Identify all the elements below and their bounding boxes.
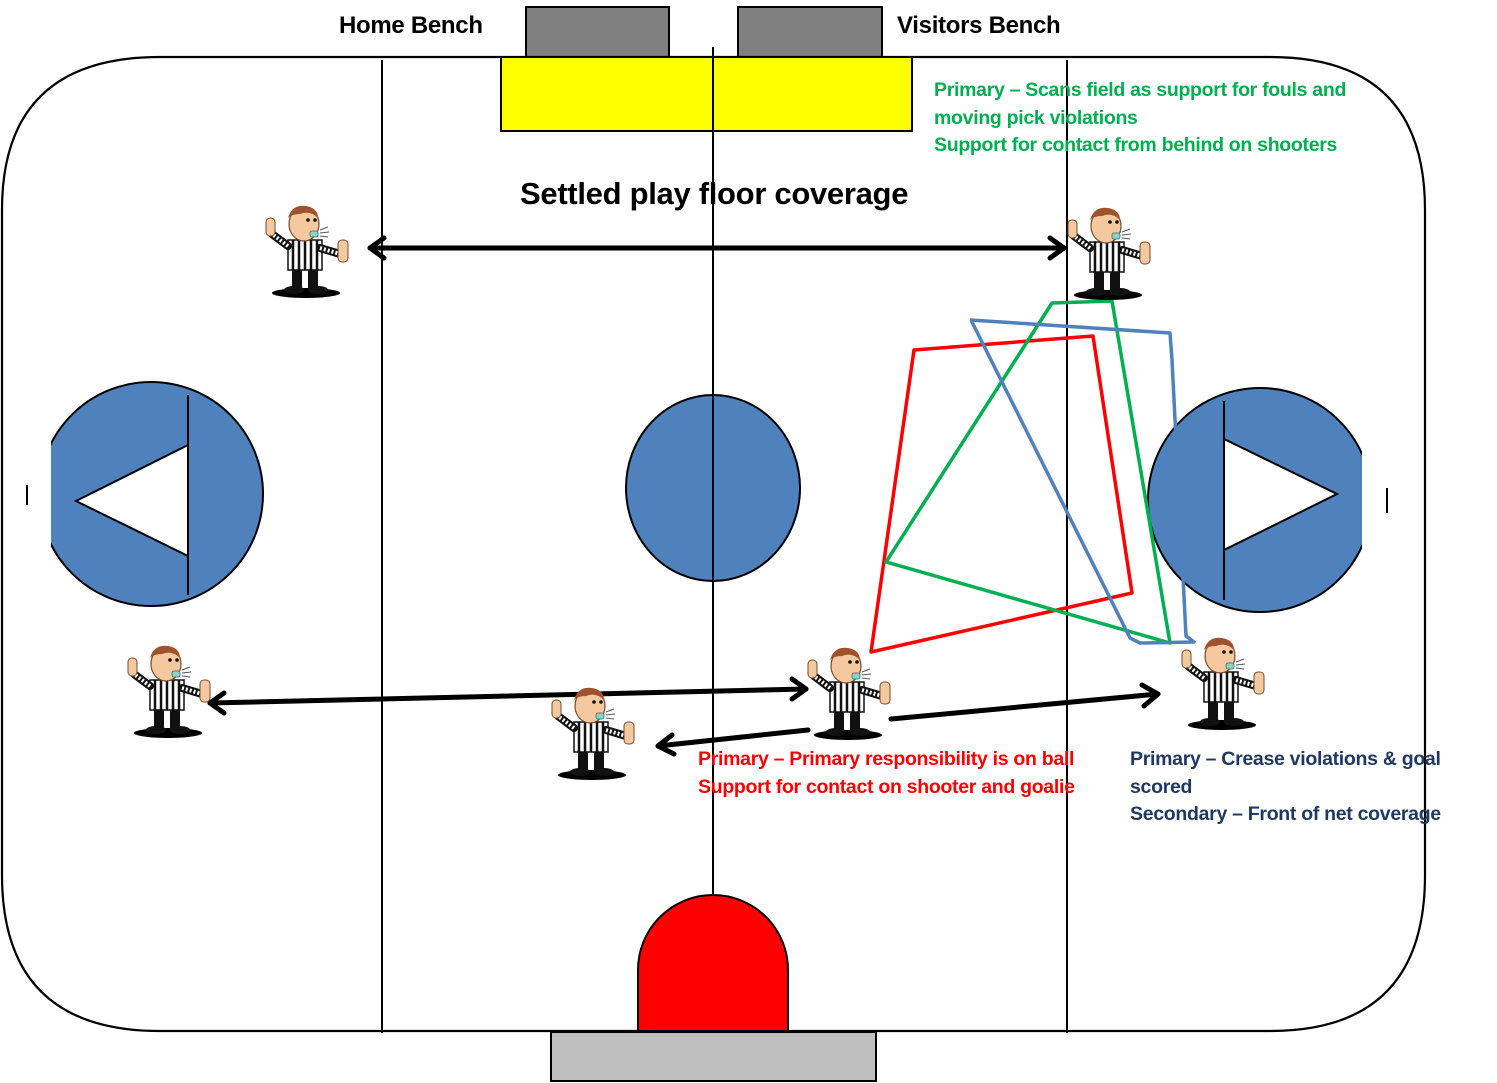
home-bench <box>525 6 670 58</box>
right-goal-triangle <box>1223 437 1340 552</box>
arrow-to-center-official <box>655 727 811 757</box>
zone-red <box>869 334 1134 654</box>
goal-line-official-note: Primary – Crease violations & goal score… <box>1130 746 1441 829</box>
visitors-bench <box>737 6 883 58</box>
left-crease <box>25 380 264 610</box>
left-goal-triangle <box>73 443 189 558</box>
note-line: Primary – Scans field as support for fou… <box>934 79 1347 101</box>
arrow-top-double <box>367 235 1067 261</box>
note-line: Support for contact from behind on shoot… <box>934 134 1338 156</box>
faceoff-spot-red <box>637 894 789 1032</box>
arrow-left-double <box>207 676 809 716</box>
penalty-box <box>550 1031 877 1082</box>
note-line: Support for contact on shooter and goali… <box>698 775 1075 798</box>
arrow-to-goal-official <box>888 682 1161 722</box>
diagram-title: Settled play floor coverage <box>520 176 909 211</box>
scorers-table <box>500 56 913 132</box>
visitors-bench-label: Visitors Bench <box>897 12 1061 39</box>
ball-official-note: Primary – Primary responsibility is on b… <box>698 746 1075 801</box>
note-line: Primary – Primary responsibility is on b… <box>698 748 1075 770</box>
home-bench-label: Home Bench <box>339 12 483 39</box>
note-line: scored <box>1130 775 1193 798</box>
note-line: Secondary – Front of net coverage <box>1130 803 1441 825</box>
trail-official-note: Primary – Scans field as support for fou… <box>934 77 1346 160</box>
note-line: Primary – Crease violations & goal <box>1130 748 1441 770</box>
zone-blue <box>969 318 1196 645</box>
right-crease <box>1147 380 1388 620</box>
note-line: moving pick violations <box>934 106 1138 129</box>
